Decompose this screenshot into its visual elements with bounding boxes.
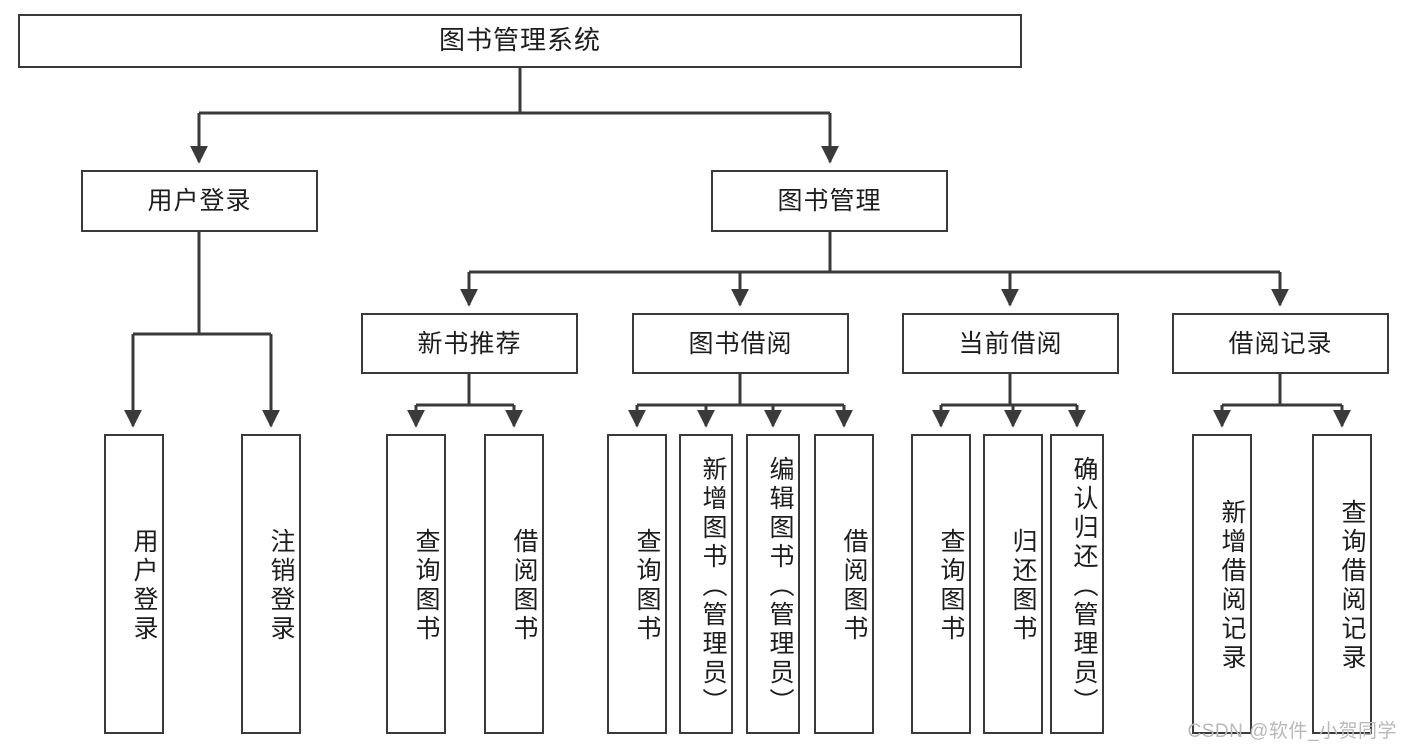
node-user-login[interactable]: 用户登录 [81,170,318,232]
node-leaf-add-book[interactable]: 新增图书（管理员） [679,434,733,734]
node-book-manage[interactable]: 图书管理 [711,170,948,232]
node-leaf-query-book-3[interactable]: 查询图书 [911,434,971,734]
node-leaf-return-book[interactable]: 归还图书 [983,434,1043,734]
node-leaf-query-book-2[interactable]: 查询图书 [607,434,667,734]
node-leaf-edit-book[interactable]: 编辑图书（管理员） [746,434,800,734]
node-current-borrow[interactable]: 当前借阅 [902,313,1119,374]
node-root-system[interactable]: 图书管理系统 [18,14,1022,68]
node-borrow-record[interactable]: 借阅记录 [1172,313,1389,374]
node-leaf-borrow-book-1[interactable]: 借阅图书 [484,434,544,734]
node-leaf-confirm-return[interactable]: 确认归还（管理员） [1050,434,1104,734]
node-leaf-query-record[interactable]: 查询借阅记录 [1312,434,1372,734]
node-leaf-add-record[interactable]: 新增借阅记录 [1192,434,1252,734]
node-leaf-user-login[interactable]: 用户登录 [104,434,164,734]
node-leaf-query-book-1[interactable]: 查询图书 [386,434,446,734]
node-leaf-logout-login[interactable]: 注销登录 [241,434,301,734]
node-new-book-recommend[interactable]: 新书推荐 [361,313,578,374]
node-leaf-borrow-book-2[interactable]: 借阅图书 [814,434,874,734]
node-book-borrow[interactable]: 图书借阅 [632,313,849,374]
